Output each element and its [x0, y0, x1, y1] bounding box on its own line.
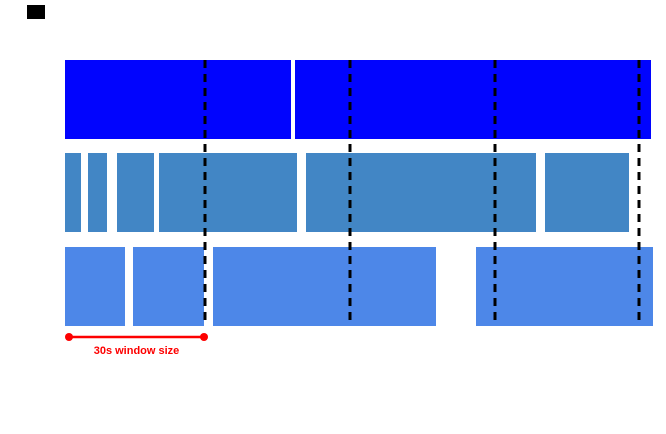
black-rectangle-marker: [27, 5, 45, 19]
bar-segment-row3-3: [213, 247, 436, 326]
bar-segment-row2-2: [88, 153, 107, 232]
bar-segment-row2-3: [117, 153, 154, 232]
arrow-left-endpoint: [65, 333, 73, 341]
arrow-right-endpoint: [200, 333, 208, 341]
bar-segment-row2-6: [545, 153, 629, 232]
bar-segment-row2-1: [65, 153, 81, 232]
bar-segment-row3-2: [133, 247, 204, 326]
bar-segment-row3-4: [476, 247, 653, 326]
bar-segment-row3-1: [65, 247, 125, 326]
window-size-label: 30s window size: [93, 345, 180, 357]
bar-segment-row2-4: [159, 153, 297, 232]
bar-segment-row1-2: [295, 60, 651, 139]
bar-segment-row1-1: [65, 60, 291, 139]
bar-segment-row2-5: [306, 153, 536, 232]
